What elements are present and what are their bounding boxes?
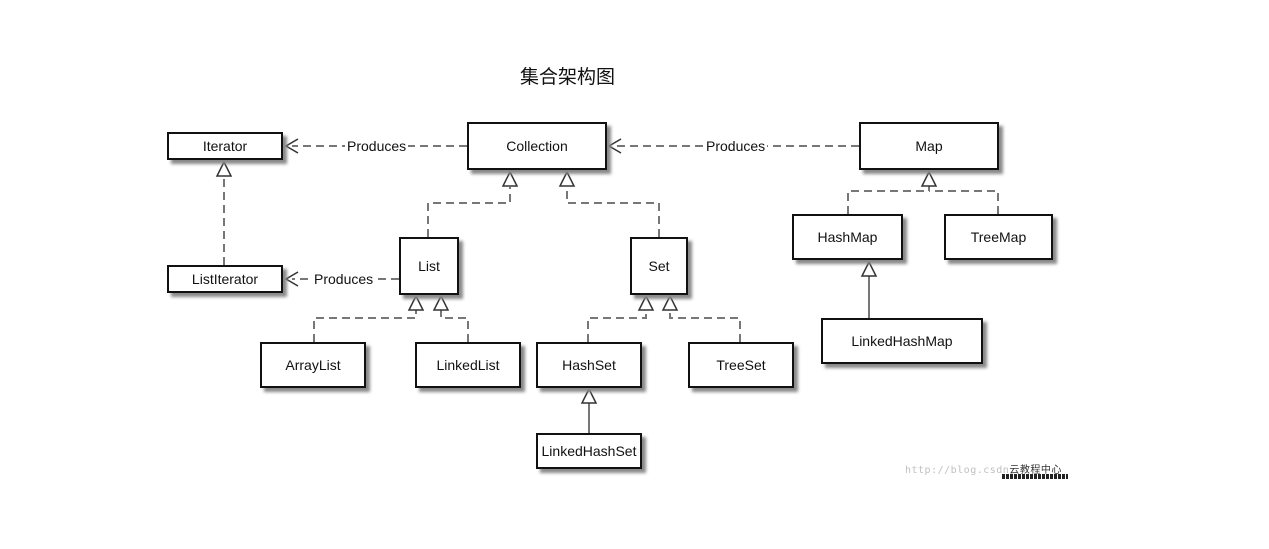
watermark-logo-bar xyxy=(1002,474,1068,479)
node-array-list: ArrayList xyxy=(260,342,366,388)
node-map: Map xyxy=(859,122,999,170)
node-linked-list: LinkedList xyxy=(415,342,521,388)
watermark-brand: 云教程中心 xyxy=(1009,465,1062,476)
edge-treemap-map xyxy=(929,190,999,214)
arrowhead-to-hashmap xyxy=(860,260,878,277)
edge-set-collection xyxy=(566,187,660,237)
arrowhead-linkedlist-to-list xyxy=(432,294,450,311)
edge-hashmap-map xyxy=(847,185,930,214)
edge-arraylist-list xyxy=(313,310,417,342)
edge-list-collection xyxy=(427,187,511,237)
node-list: List xyxy=(399,237,459,295)
arrowhead-to-hashset xyxy=(580,387,598,404)
watermark: http://blog.csdn云教程中心 xyxy=(905,461,1062,476)
node-linked-hash-map: LinkedHashMap xyxy=(821,318,983,364)
label-produces-collection: Produces xyxy=(704,138,768,154)
arrowhead-treeset-to-set xyxy=(661,294,679,311)
open-arrow-to-listiterator xyxy=(284,271,299,287)
node-set: Set xyxy=(630,237,688,295)
arrowhead-to-map xyxy=(920,170,938,187)
node-tree-map: TreeMap xyxy=(944,214,1053,260)
arrowhead-to-iterator xyxy=(215,160,233,177)
edge-treeset-set xyxy=(669,310,741,342)
label-produces-list-iterator: Produces xyxy=(312,271,376,287)
node-hash-map: HashMap xyxy=(792,214,903,260)
open-arrow-to-iterator xyxy=(284,138,299,154)
node-tree-set: TreeSet xyxy=(688,342,794,388)
arrowhead-list-to-collection xyxy=(501,170,519,187)
node-list-iterator: ListIterator xyxy=(167,265,283,293)
node-hash-set: HashSet xyxy=(536,342,642,388)
node-iterator: Iterator xyxy=(167,132,283,160)
edge-hashset-set xyxy=(587,310,647,342)
arrowhead-arraylist-to-list xyxy=(407,294,425,311)
diagram-title: 集合架构图 xyxy=(520,66,616,88)
watermark-url: http://blog.csdn xyxy=(905,465,1010,476)
arrowhead-hashset-to-set xyxy=(637,294,655,311)
label-produces-iterator: Produces xyxy=(345,138,409,154)
node-collection: Collection xyxy=(467,122,607,170)
edge-linkedlist-list xyxy=(440,310,469,342)
node-linked-hash-set: LinkedHashSet xyxy=(536,433,642,469)
open-arrow-to-collection xyxy=(607,138,622,154)
arrowhead-set-to-collection xyxy=(558,170,576,187)
